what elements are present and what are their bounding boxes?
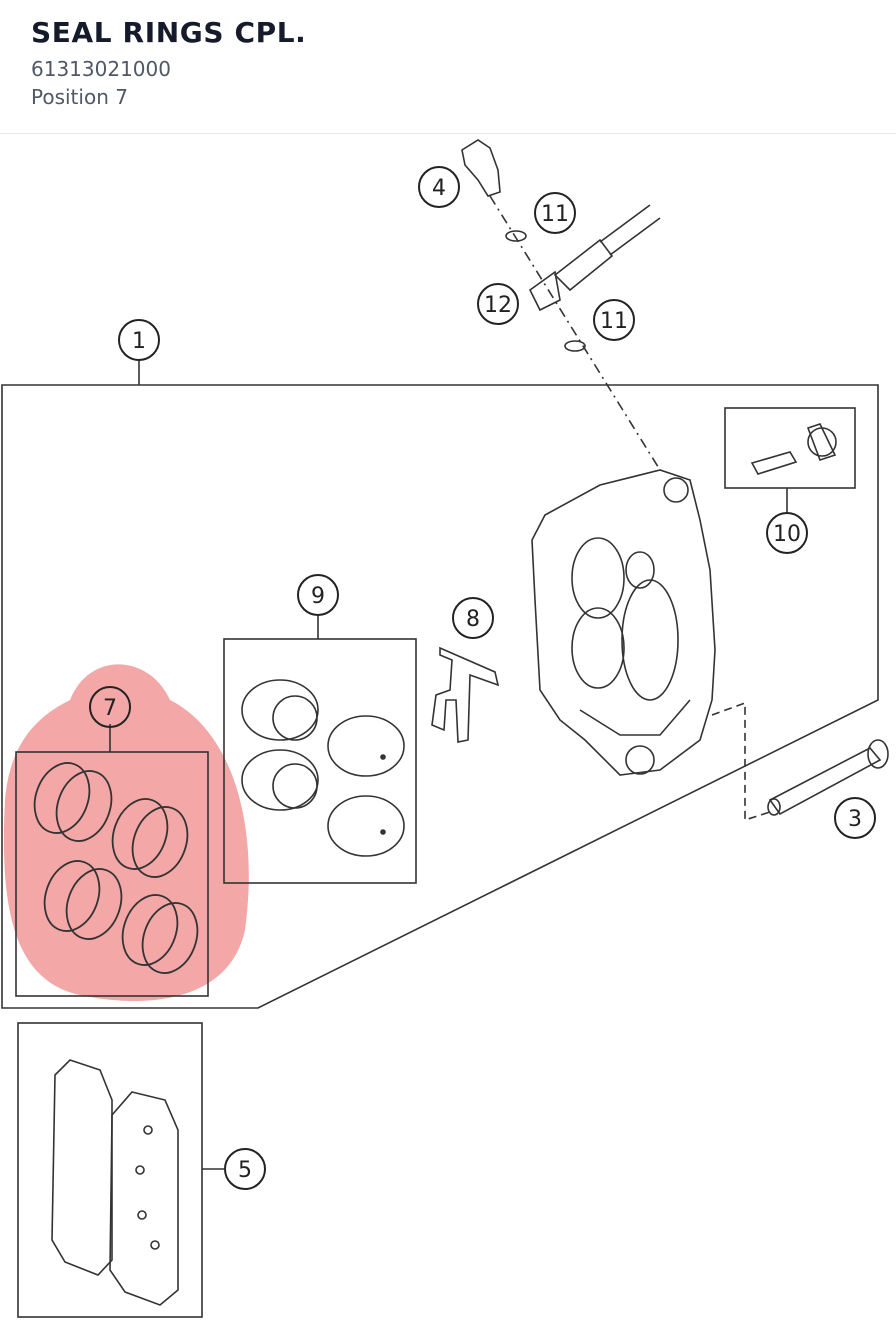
callout-12[interactable]: 12	[477, 283, 519, 325]
svg-text:5: 5	[238, 1158, 252, 1183]
selection-highlight	[3, 664, 249, 1002]
pad-spring-part	[431, 646, 500, 743]
brake-pads-box	[17, 1022, 203, 1318]
callout-8[interactable]: 8	[452, 597, 494, 639]
svg-text:9: 9	[311, 584, 325, 609]
part-header: SEAL RINGS CPL. 61313021000 Position 7	[0, 0, 896, 134]
washer-lower	[564, 340, 586, 352]
svg-text:10: 10	[773, 522, 801, 547]
seal-rings-group	[33, 762, 199, 974]
pistons-group	[241, 679, 405, 857]
brake-line-part	[528, 204, 661, 312]
callout-1[interactable]: 1	[118, 319, 160, 361]
svg-text:7: 7	[103, 696, 117, 721]
brake-caliper-part	[531, 469, 716, 776]
exploded-parts-diagram: 1 3 4 5 7 8 9 10 11 11 12	[1, 139, 889, 1318]
brake-pads-part	[51, 1059, 179, 1306]
bleeder-box	[724, 407, 856, 489]
bleeder-valve-part	[750, 423, 837, 475]
callout-7[interactable]: 7	[89, 686, 131, 728]
part-number: 61313021000	[31, 57, 171, 81]
svg-text:11: 11	[541, 202, 569, 227]
svg-text:11: 11	[600, 309, 628, 334]
seal-rings-box	[15, 751, 209, 997]
callout-3[interactable]: 3	[834, 797, 876, 839]
callout-11-lower[interactable]: 11	[593, 299, 635, 341]
banjo-bolt-part	[461, 139, 501, 197]
washer-upper	[505, 230, 527, 242]
callout-5[interactable]: 5	[224, 1148, 266, 1190]
svg-text:12: 12	[484, 293, 512, 318]
callout-11-upper[interactable]: 11	[534, 192, 576, 234]
mounting-pin-part	[767, 739, 889, 816]
callout-10[interactable]: 10	[766, 512, 808, 554]
callout-9[interactable]: 9	[297, 574, 339, 616]
svg-text:3: 3	[848, 807, 862, 832]
svg-text:1: 1	[132, 329, 146, 354]
callout-4[interactable]: 4	[418, 166, 460, 208]
svg-text:4: 4	[432, 176, 446, 201]
part-position: Position 7	[31, 85, 128, 109]
part-title: SEAL RINGS CPL.	[31, 16, 307, 49]
svg-text:8: 8	[466, 607, 480, 632]
pistons-box	[223, 638, 417, 884]
assembly-outline	[1, 384, 879, 1009]
